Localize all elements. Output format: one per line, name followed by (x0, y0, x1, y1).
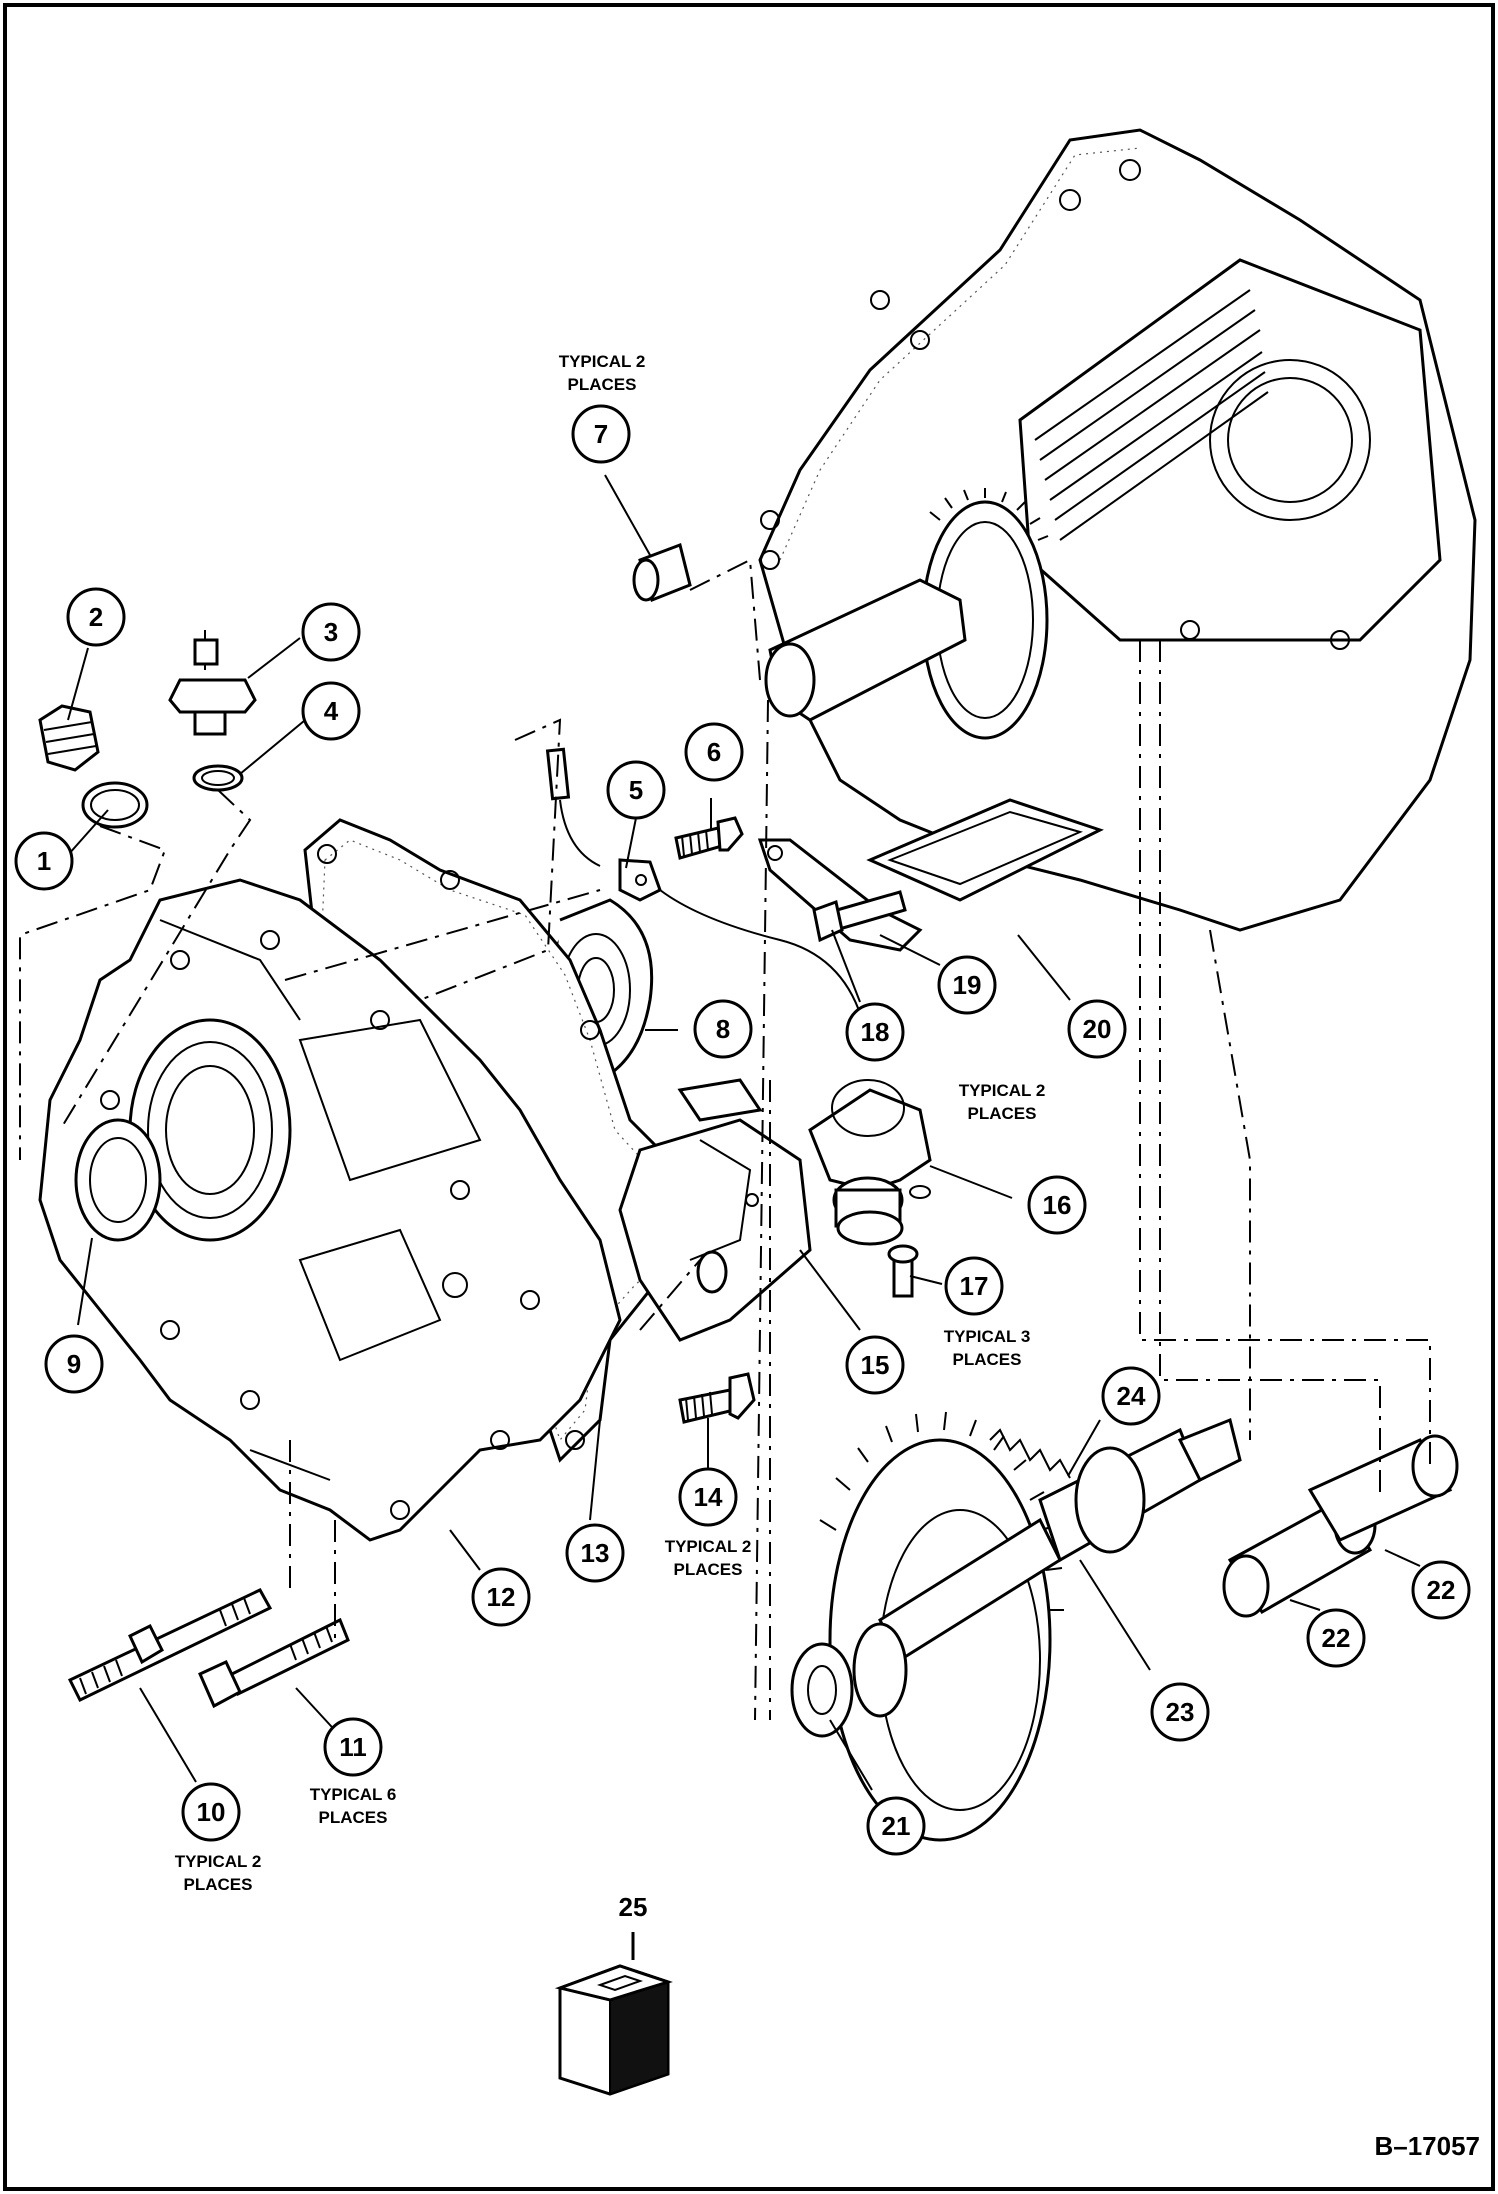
note-typical-2-places-14: TYPICAL 2 PLACES (665, 1537, 752, 1579)
svg-text:5: 5 (629, 775, 643, 805)
speed-sensor (808, 1079, 932, 1246)
note-typical-6-places-11: TYPICAL 6 PLACES (310, 1785, 397, 1827)
svg-text:10: 10 (197, 1797, 226, 1827)
assembly-lines (19, 558, 1431, 1721)
callout-23: 23 (1150, 1682, 1210, 1742)
oil-sensor (168, 630, 257, 792)
svg-text:PLACES: PLACES (968, 1104, 1037, 1123)
callout-16: 16 (1027, 1175, 1087, 1235)
svg-text:15: 15 (861, 1350, 890, 1380)
screw-17 (887, 1244, 919, 1298)
svg-text:PLACES: PLACES (568, 375, 637, 394)
leader-lines (67, 474, 1421, 1791)
svg-text:TYPICAL 6: TYPICAL 6 (310, 1785, 397, 1804)
svg-text:TYPICAL 2: TYPICAL 2 (665, 1537, 752, 1556)
stud-10 (67, 1588, 273, 1702)
svg-text:17: 17 (960, 1271, 989, 1301)
note-typical-3-places-17: TYPICAL 3 PLACES (944, 1327, 1031, 1369)
svg-text:PLACES: PLACES (674, 1560, 743, 1579)
callout-11: 11 (323, 1717, 383, 1777)
callout-20: 20 (1067, 999, 1127, 1059)
callout-8: 8 (693, 999, 753, 1059)
svg-text:TYPICAL 2: TYPICAL 2 (559, 352, 646, 371)
callout-4: 4 (301, 681, 361, 741)
svg-text:6: 6 (707, 737, 721, 767)
svg-text:14: 14 (694, 1482, 723, 1512)
figure-number: B–17057 (1374, 2131, 1480, 2161)
callout-13: 13 (565, 1523, 625, 1583)
callout-18: 18 (845, 1002, 905, 1062)
svg-text:25: 25 (619, 1892, 648, 1922)
svg-text:13: 13 (581, 1538, 610, 1568)
svg-text:22: 22 (1427, 1575, 1456, 1605)
bolt-18 (812, 890, 907, 943)
cam-gear (790, 1411, 1242, 1842)
svg-text:4: 4 (324, 696, 339, 726)
gasket-kit-25: 25 (554, 1892, 673, 2096)
svg-text:19: 19 (953, 970, 982, 1000)
gear-case-cover (38, 878, 622, 1542)
svg-text:21: 21 (882, 1811, 911, 1841)
svg-text:3: 3 (324, 617, 338, 647)
svg-text:12: 12 (487, 1582, 516, 1612)
callout-9: 9 (44, 1334, 104, 1394)
svg-text:9: 9 (67, 1349, 81, 1379)
callout-7: 7 (571, 404, 631, 464)
svg-text:TYPICAL 2: TYPICAL 2 (175, 1852, 262, 1871)
callout-10: 10 (181, 1782, 241, 1842)
callout-2: 2 (66, 587, 126, 647)
svg-text:TYPICAL 3: TYPICAL 3 (944, 1327, 1031, 1346)
svg-text:8: 8 (716, 1014, 730, 1044)
callout-14: 14 (678, 1467, 738, 1527)
svg-text:2: 2 (89, 602, 103, 632)
svg-text:20: 20 (1083, 1014, 1112, 1044)
callout-21: 21 (866, 1796, 926, 1856)
callout-19: 19 (937, 955, 997, 1015)
callout-24: 24 (1101, 1366, 1161, 1426)
bolt-6 (674, 816, 744, 860)
dowel-pin (632, 543, 692, 602)
svg-text:PLACES: PLACES (184, 1875, 253, 1894)
bolt-14 (678, 1372, 756, 1424)
tappet-right (1307, 1434, 1459, 1542)
svg-text:TYPICAL 2: TYPICAL 2 (959, 1081, 1046, 1100)
svg-text:11: 11 (339, 1732, 367, 1762)
callout-12: 12 (471, 1567, 531, 1627)
svg-text:7: 7 (594, 419, 608, 449)
drain-plug (38, 704, 149, 829)
svg-text:PLACES: PLACES (953, 1350, 1022, 1369)
engine-crankcase (757, 128, 1477, 952)
note-typical-2-places-18: TYPICAL 2 PLACES (959, 1081, 1046, 1123)
callout-3: 3 (301, 602, 361, 662)
svg-text:22: 22 (1322, 1623, 1351, 1653)
note-typical-2-places-10: TYPICAL 2 PLACES (175, 1852, 262, 1894)
bolt-11 (198, 1617, 350, 1709)
callout-6: 6 (684, 722, 744, 782)
diagram-border (3, 3, 1495, 2191)
svg-text:23: 23 (1166, 1697, 1195, 1727)
callout-5: 5 (606, 760, 666, 820)
callout-22-right: 22 (1411, 1560, 1471, 1620)
svg-text:24: 24 (1117, 1381, 1146, 1411)
svg-text:PLACES: PLACES (319, 1808, 388, 1827)
callout-22-left: 22 (1306, 1608, 1366, 1668)
callout-15: 15 (845, 1335, 905, 1395)
governor-bracket (618, 1078, 812, 1342)
callout-17: 17 (944, 1256, 1004, 1316)
svg-text:1: 1 (37, 846, 51, 876)
note-typical-2-places-7: TYPICAL 2 PLACES (559, 352, 646, 394)
svg-text:16: 16 (1043, 1190, 1072, 1220)
svg-text:18: 18 (861, 1017, 890, 1047)
callout-1: 1 (14, 831, 74, 891)
